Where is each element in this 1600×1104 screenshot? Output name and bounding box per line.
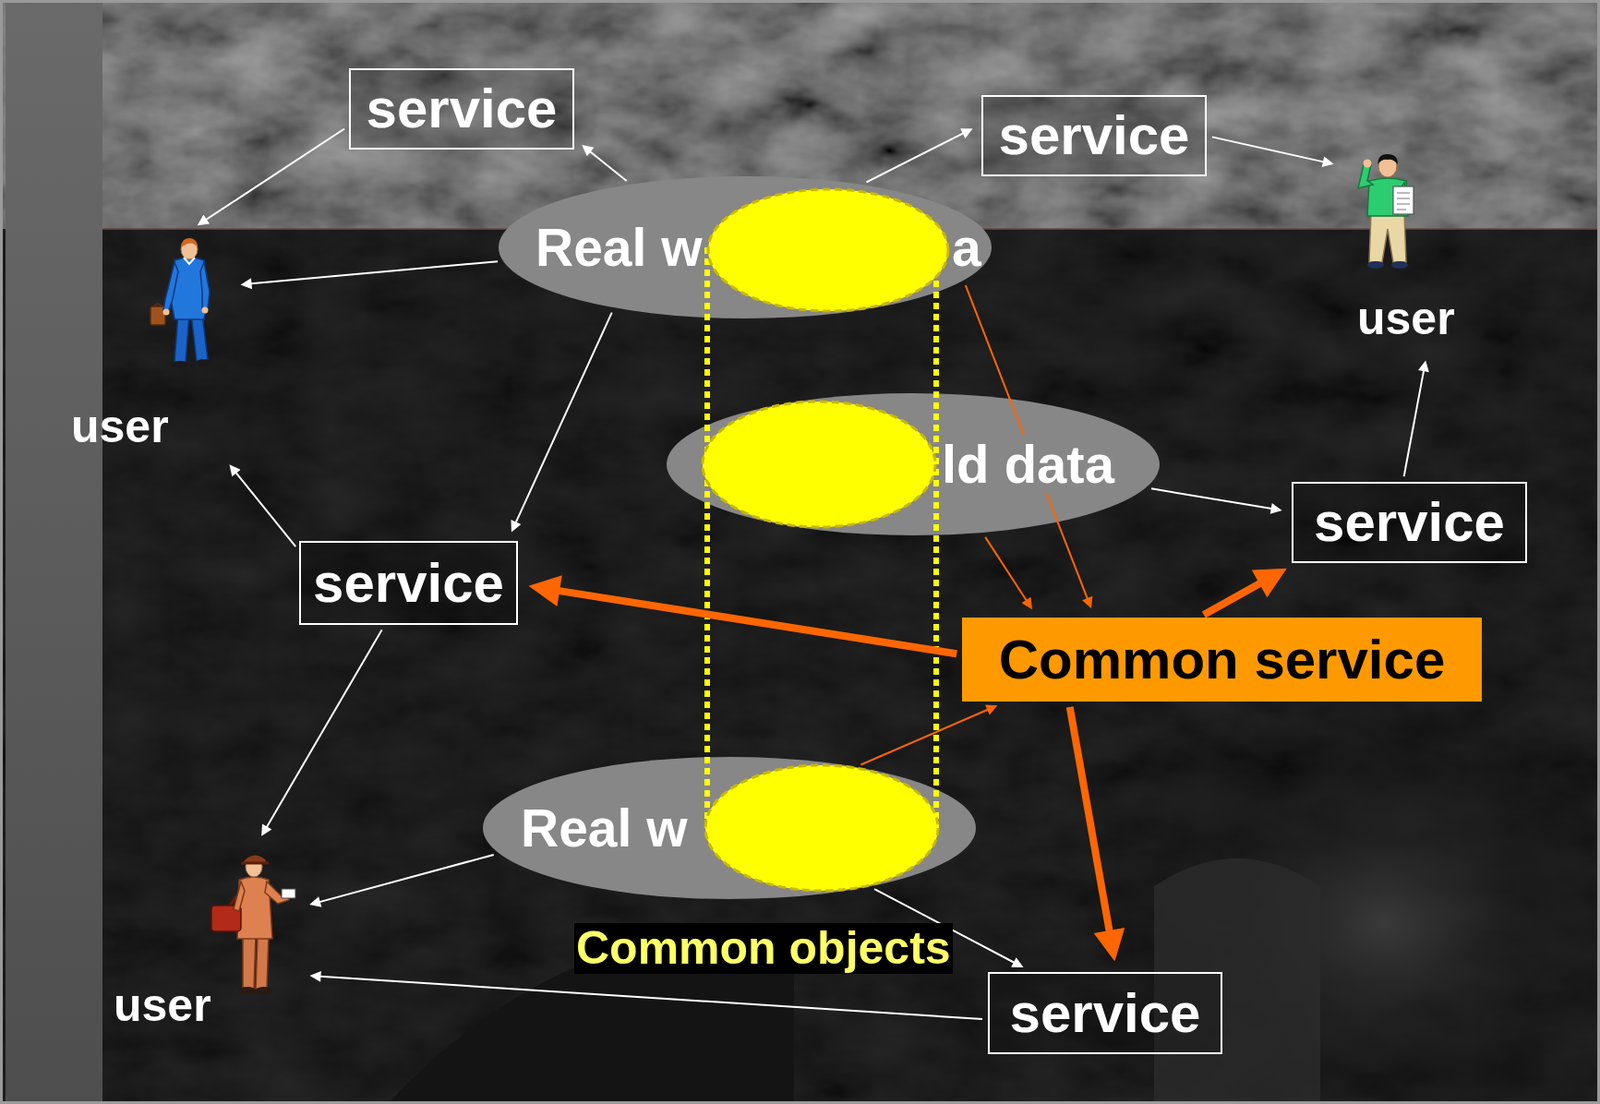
data-ellipse: Real w [482, 757, 976, 900]
arrow-connector [205, 128, 345, 219]
label-holder: ld data [941, 434, 1115, 494]
person-drawing [1358, 154, 1414, 269]
label-holder: user [71, 401, 169, 453]
data-ellipse-shape [498, 176, 992, 319]
service-box: service [987, 972, 1223, 1055]
arrow-connector [1070, 707, 1110, 933]
node-label: a [951, 218, 982, 277]
dotted-link [933, 247, 939, 829]
node-label: ld data [941, 434, 1115, 494]
arrow-connector [320, 976, 983, 1020]
arrow-connector [860, 709, 988, 766]
node-label: service [366, 78, 558, 140]
service-box: service [348, 68, 575, 150]
data-ellipse: Real w a [498, 176, 992, 319]
arrow-connector [516, 312, 613, 523]
person-icon [1350, 151, 1425, 277]
common-object [705, 765, 939, 891]
data-ellipse: ld data [666, 393, 1160, 536]
node-label: user [71, 401, 169, 453]
service-box: service [299, 541, 518, 626]
node-label: user [113, 980, 212, 1032]
arrow-connector [589, 151, 627, 181]
label-holder: a [951, 218, 982, 277]
arrow-connector [1151, 488, 1272, 509]
faint-photo [0, 228, 1600, 1104]
node-label: service [1010, 983, 1202, 1045]
label-holder: Real w [520, 799, 688, 858]
user-figure: user [64, 230, 231, 458]
person-drawing [150, 238, 213, 369]
node-label: service [312, 553, 505, 614]
common-object [708, 189, 949, 312]
node-label: Common service [998, 629, 1446, 691]
person-drawing [211, 854, 296, 995]
node-label: user [1357, 293, 1456, 345]
label-holder: Real w [535, 218, 703, 277]
arrow-connector [319, 854, 494, 903]
caption-label: Common objects [574, 923, 953, 975]
arrow-connector [965, 285, 1088, 599]
arrow-connector [866, 132, 963, 182]
node-label: Real w [535, 218, 703, 277]
arrow-connector [1212, 136, 1324, 162]
service-box: service [1291, 481, 1528, 564]
node-label: service [998, 105, 1191, 167]
arrow-connector [266, 629, 383, 828]
common-object [702, 401, 936, 528]
service-box: service [981, 95, 1207, 177]
person-icon [209, 850, 298, 999]
arrow-connector [1203, 582, 1262, 615]
arrow-connector [236, 472, 297, 547]
arrow-connector [557, 590, 957, 654]
label-holder: user [1357, 293, 1456, 345]
arrow-connector [985, 537, 1027, 602]
node-label: Real w [520, 799, 688, 858]
node-label: service [1313, 492, 1505, 554]
person-icon [143, 234, 227, 373]
user-figure: user [106, 844, 301, 1035]
common-service-box: Common service [962, 617, 1482, 702]
label-holder: Common objects [574, 923, 953, 975]
arrow-connector [251, 261, 498, 284]
data-ellipse-shape [666, 393, 1160, 536]
left-strip [5, 0, 103, 1104]
dotted-link [704, 247, 710, 829]
arrow-connector [1404, 371, 1424, 478]
user-figure: user [1343, 147, 1468, 351]
label-holder: user [113, 980, 212, 1032]
data-ellipse-shape [482, 757, 976, 900]
